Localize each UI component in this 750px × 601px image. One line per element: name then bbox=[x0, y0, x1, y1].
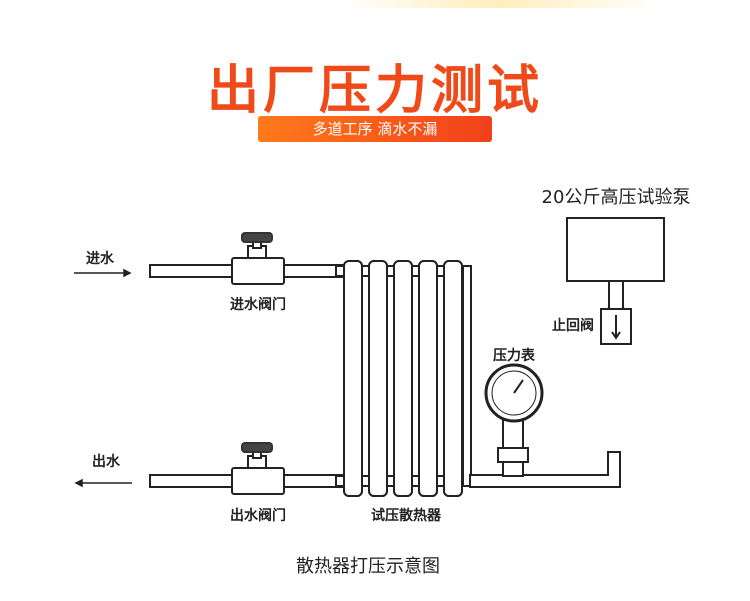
subtitle-banner: 多道工序 滴水不漏 bbox=[258, 116, 492, 142]
diagram-caption: 散热器打压示意图 bbox=[296, 556, 440, 577]
top-decoration bbox=[340, 0, 660, 8]
inlet-label: 进水 bbox=[86, 250, 115, 267]
inlet-valve bbox=[231, 232, 285, 285]
inlet-valve-label: 进水阀门 bbox=[230, 296, 286, 313]
page-title: 出厂压力测试 bbox=[206, 61, 543, 121]
check-valve-label: 止回阀 bbox=[552, 317, 594, 334]
test-pump bbox=[566, 217, 665, 282]
outlet-label: 出水 bbox=[92, 453, 121, 470]
outlet-valve-label: 出水阀门 bbox=[230, 507, 286, 524]
pump-return-pipe bbox=[469, 451, 621, 488]
gauge-label: 压力表 bbox=[493, 347, 536, 364]
pump-label: 20公斤高压试验泵 bbox=[542, 187, 691, 208]
radiator-label: 试压散热器 bbox=[371, 507, 442, 524]
outlet-valve bbox=[231, 442, 285, 495]
